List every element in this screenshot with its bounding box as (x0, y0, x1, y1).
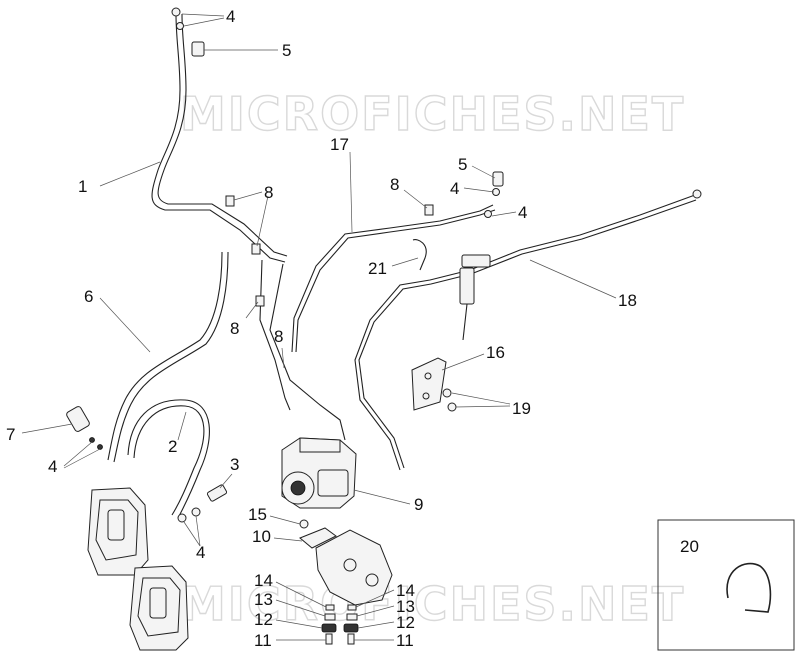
o-ring-4-lower-b (191, 507, 201, 517)
callout-8-right: 8 (390, 175, 399, 194)
callout-11-left: 11 (254, 631, 272, 650)
callout-8-lower: 8 (274, 327, 283, 346)
callout-4-bottom: 4 (196, 543, 205, 562)
callout-16: 16 (486, 343, 505, 362)
watermark-top: MICROFICHES.NET (180, 87, 685, 141)
clip-8-a (225, 195, 235, 207)
callout-4-right: 4 (450, 179, 459, 198)
bleed-valve-3 (206, 484, 228, 502)
callout-2: 2 (168, 437, 177, 456)
rubber-mount-10 (299, 527, 337, 549)
screw-19-a (442, 388, 452, 398)
callout-3: 3 (230, 455, 239, 474)
nut-15 (299, 519, 309, 529)
callout-10: 10 (252, 527, 271, 546)
brake-pipe-8-right (269, 263, 346, 441)
watermark-bottom: MICROFICHES.NET (180, 577, 685, 631)
inset-box (657, 519, 795, 651)
callout-19: 19 (512, 399, 531, 418)
mount-hardware-right (343, 604, 359, 645)
brake-hose-2-inner (133, 405, 205, 516)
brake-caliper-front (87, 487, 149, 576)
brake-pipe-17 (295, 209, 496, 353)
callout-21: 21 (368, 259, 387, 278)
callout-4-top: 4 (226, 7, 235, 26)
brake-hose-6-inner (113, 251, 229, 463)
banjo-bolt-5-right (492, 171, 504, 187)
callout-4-right-b: 4 (518, 203, 527, 222)
callout-11-right: 11 (396, 631, 414, 650)
brake-hose-1-inner (157, 13, 288, 257)
brake-hose-1 (151, 13, 286, 263)
o-ring-4-top (171, 7, 181, 17)
callout-14-right: 14 (396, 581, 415, 600)
banjo-bolt-5-top (191, 41, 205, 57)
callout-5-right-num: 5 (458, 155, 467, 174)
brake-pipe-18 (354, 194, 696, 471)
abs-bracket (315, 529, 393, 606)
callout-12-right: 12 (396, 613, 415, 632)
o-ring-4-left (89, 437, 95, 443)
o-ring-4-top-b (176, 22, 184, 30)
abs-modulator-9 (281, 437, 357, 509)
callout-1: 1 (78, 177, 87, 196)
pipe-end-fitting (692, 189, 702, 199)
callout-8-upper: 8 (264, 183, 273, 202)
o-ring-4-left-b (97, 444, 103, 450)
clip-21 (412, 239, 427, 271)
callout-15: 15 (248, 505, 267, 524)
brake-hose-2 (127, 399, 210, 519)
callout-13-left: 13 (254, 590, 273, 609)
callout-18: 18 (618, 291, 637, 310)
callout-5-top: 5 (282, 41, 291, 60)
callout-7: 7 (6, 425, 15, 444)
master-cylinder (459, 254, 491, 341)
clip-8-b (251, 243, 261, 255)
brake-caliper-rear (129, 565, 189, 651)
callout-9: 9 (414, 495, 423, 514)
o-ring-4-right-b (484, 210, 492, 218)
hose-clamp-20 (726, 562, 772, 613)
brake-pipe-18-inner (358, 199, 697, 469)
callout-6: 6 (84, 287, 93, 306)
callout-13-right: 13 (396, 597, 415, 616)
callout-8-middle: 8 (230, 319, 239, 338)
callout-20: 20 (680, 537, 699, 556)
speed-sensor-7 (66, 406, 90, 432)
o-ring-4-lower (177, 513, 187, 523)
mount-hardware-left (321, 604, 337, 645)
callout-12-left: 12 (254, 610, 273, 629)
bracket-16 (411, 357, 447, 411)
clip-8-c (255, 295, 265, 307)
callout-4-left: 4 (48, 457, 57, 476)
brake-pipe-17-inner (291, 204, 494, 353)
callout-14-left: 14 (254, 571, 273, 590)
brake-hose-6 (107, 251, 223, 461)
screw-19-b (447, 402, 457, 412)
callout-17: 17 (330, 135, 349, 154)
clip-8-right (424, 204, 434, 216)
leader-lines (21, 13, 617, 641)
